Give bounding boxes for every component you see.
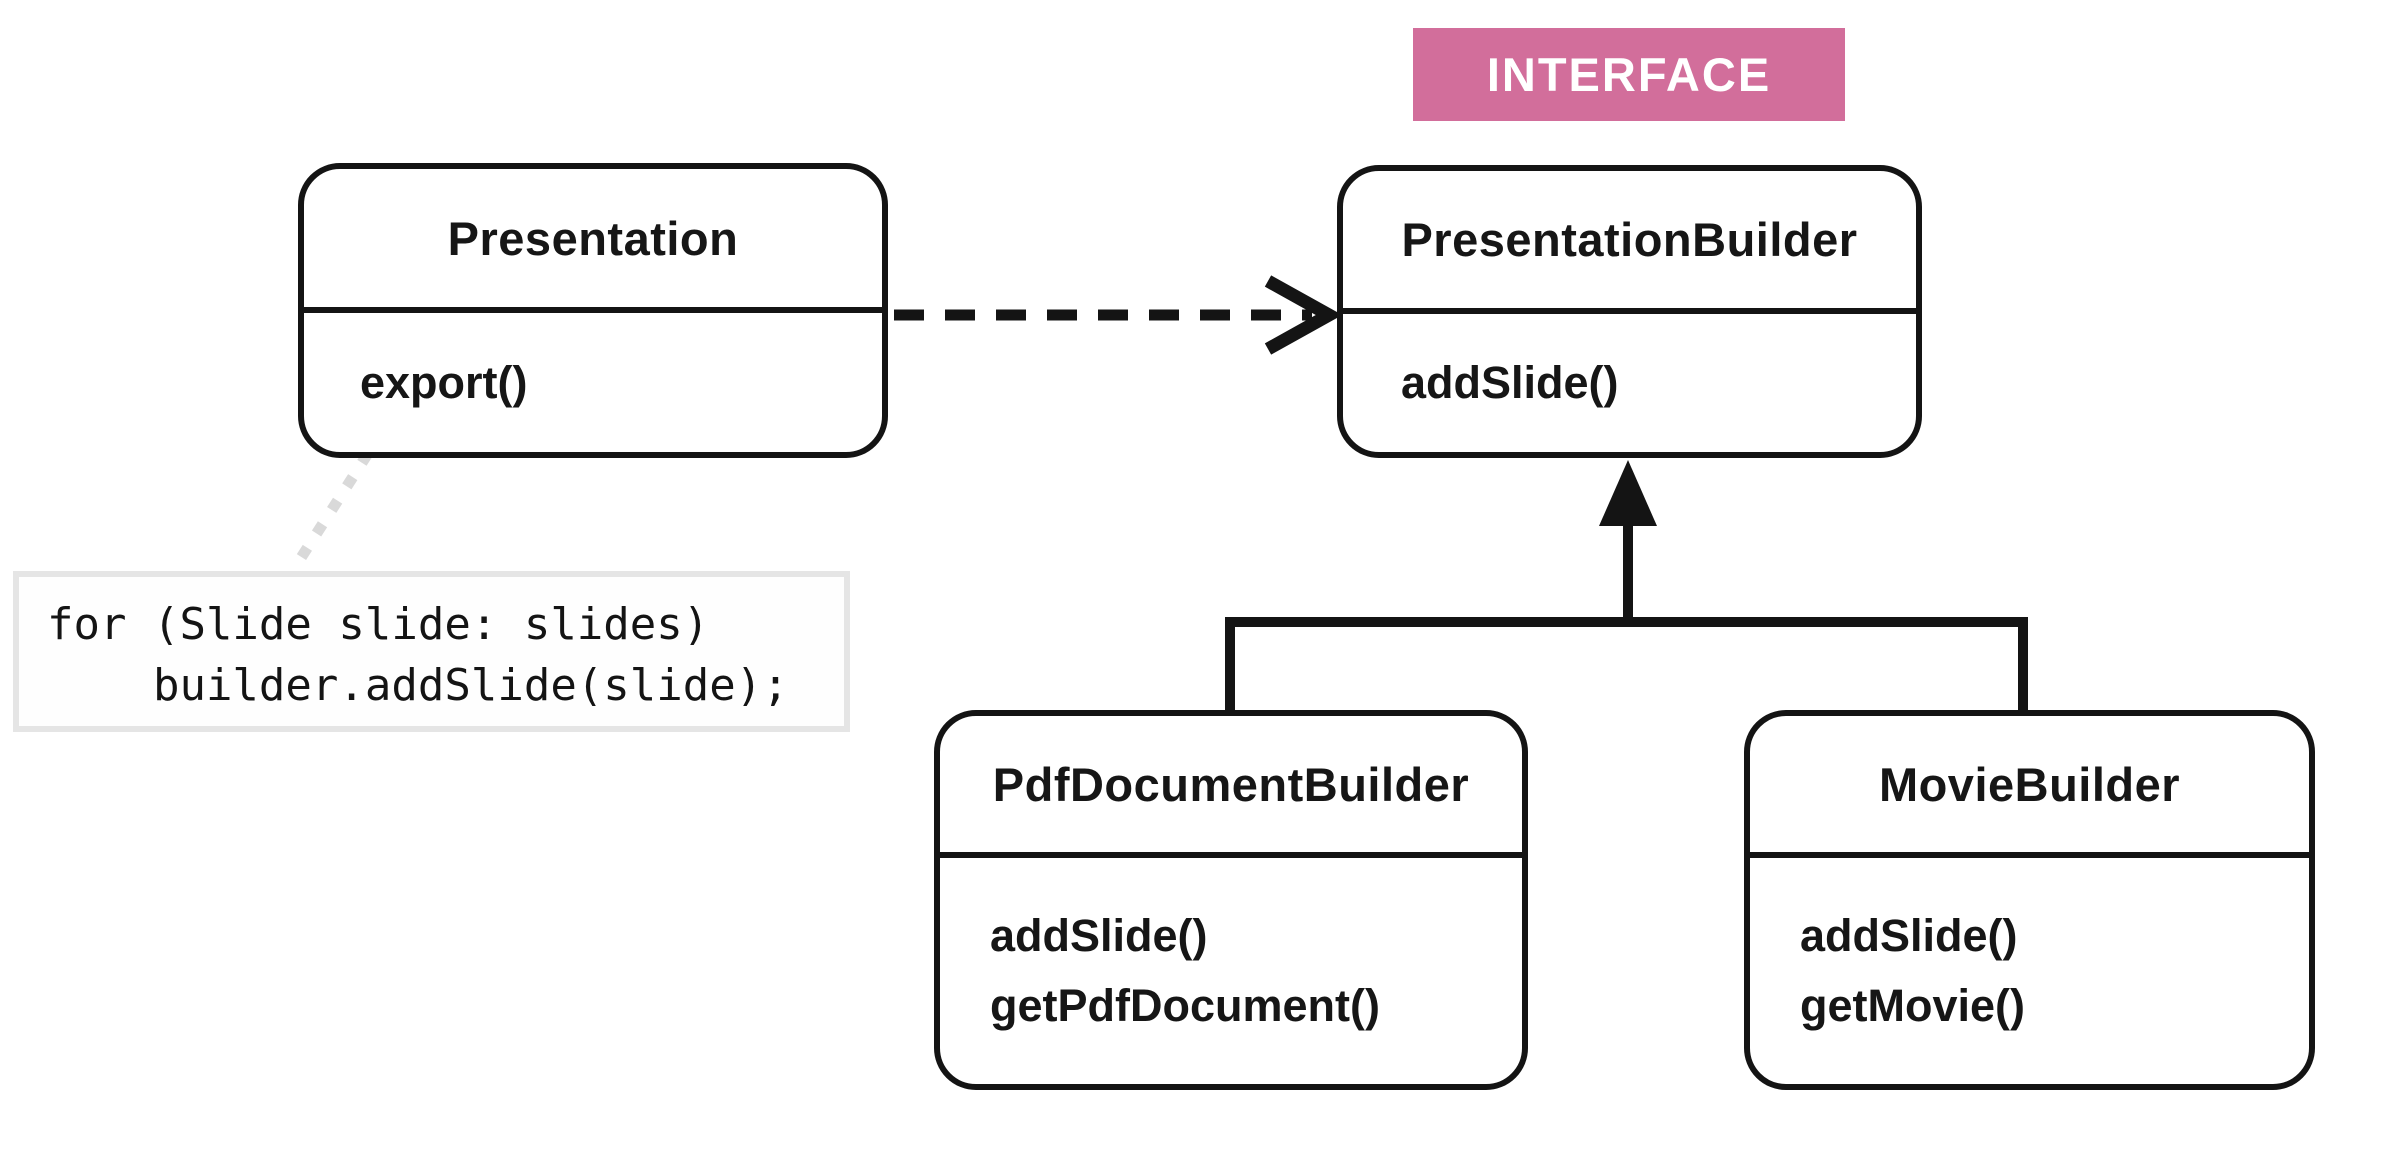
method-label: addSlide() — [1800, 910, 2018, 961]
class-box-movie-builder: MovieBuilder addSlide() getMovie() — [1744, 710, 2315, 1090]
class-title: MovieBuilder — [1750, 716, 2309, 858]
method-label: getMovie() — [1800, 980, 2025, 1031]
class-methods: addSlide() getMovie() — [1750, 858, 2309, 1084]
code-line: builder.addSlide(slide); — [47, 660, 789, 711]
class-methods: addSlide() getPdfDocument() — [940, 858, 1522, 1084]
inheritance-bracket — [1225, 617, 2028, 710]
class-title: Presentation — [304, 169, 882, 313]
class-title: PresentationBuilder — [1343, 171, 1916, 314]
class-methods: export() — [304, 313, 882, 452]
class-title: PdfDocumentBuilder — [940, 716, 1522, 858]
code-snippet-box: for (Slide slide: slides) builder.addSli… — [13, 571, 850, 732]
class-box-presentation: Presentation export() — [298, 163, 888, 458]
interface-badge-label: INTERFACE — [1486, 48, 1772, 101]
inheritance-arrowhead-icon — [1599, 460, 1657, 526]
method-label: export() — [360, 356, 528, 408]
class-methods: addSlide() — [1343, 314, 1916, 452]
class-box-presentation-builder: PresentationBuilder addSlide() — [1337, 165, 1922, 458]
code-line: for (Slide slide: slides) — [47, 599, 710, 650]
dependency-arrowhead-icon — [1264, 275, 1343, 355]
interface-badge: INTERFACE — [1413, 28, 1845, 121]
class-box-pdf-document-builder: PdfDocumentBuilder addSlide() getPdfDocu… — [934, 710, 1528, 1090]
method-label: addSlide() — [1401, 357, 1619, 408]
method-label: getPdfDocument() — [990, 980, 1380, 1031]
method-label: addSlide() — [990, 910, 1208, 961]
